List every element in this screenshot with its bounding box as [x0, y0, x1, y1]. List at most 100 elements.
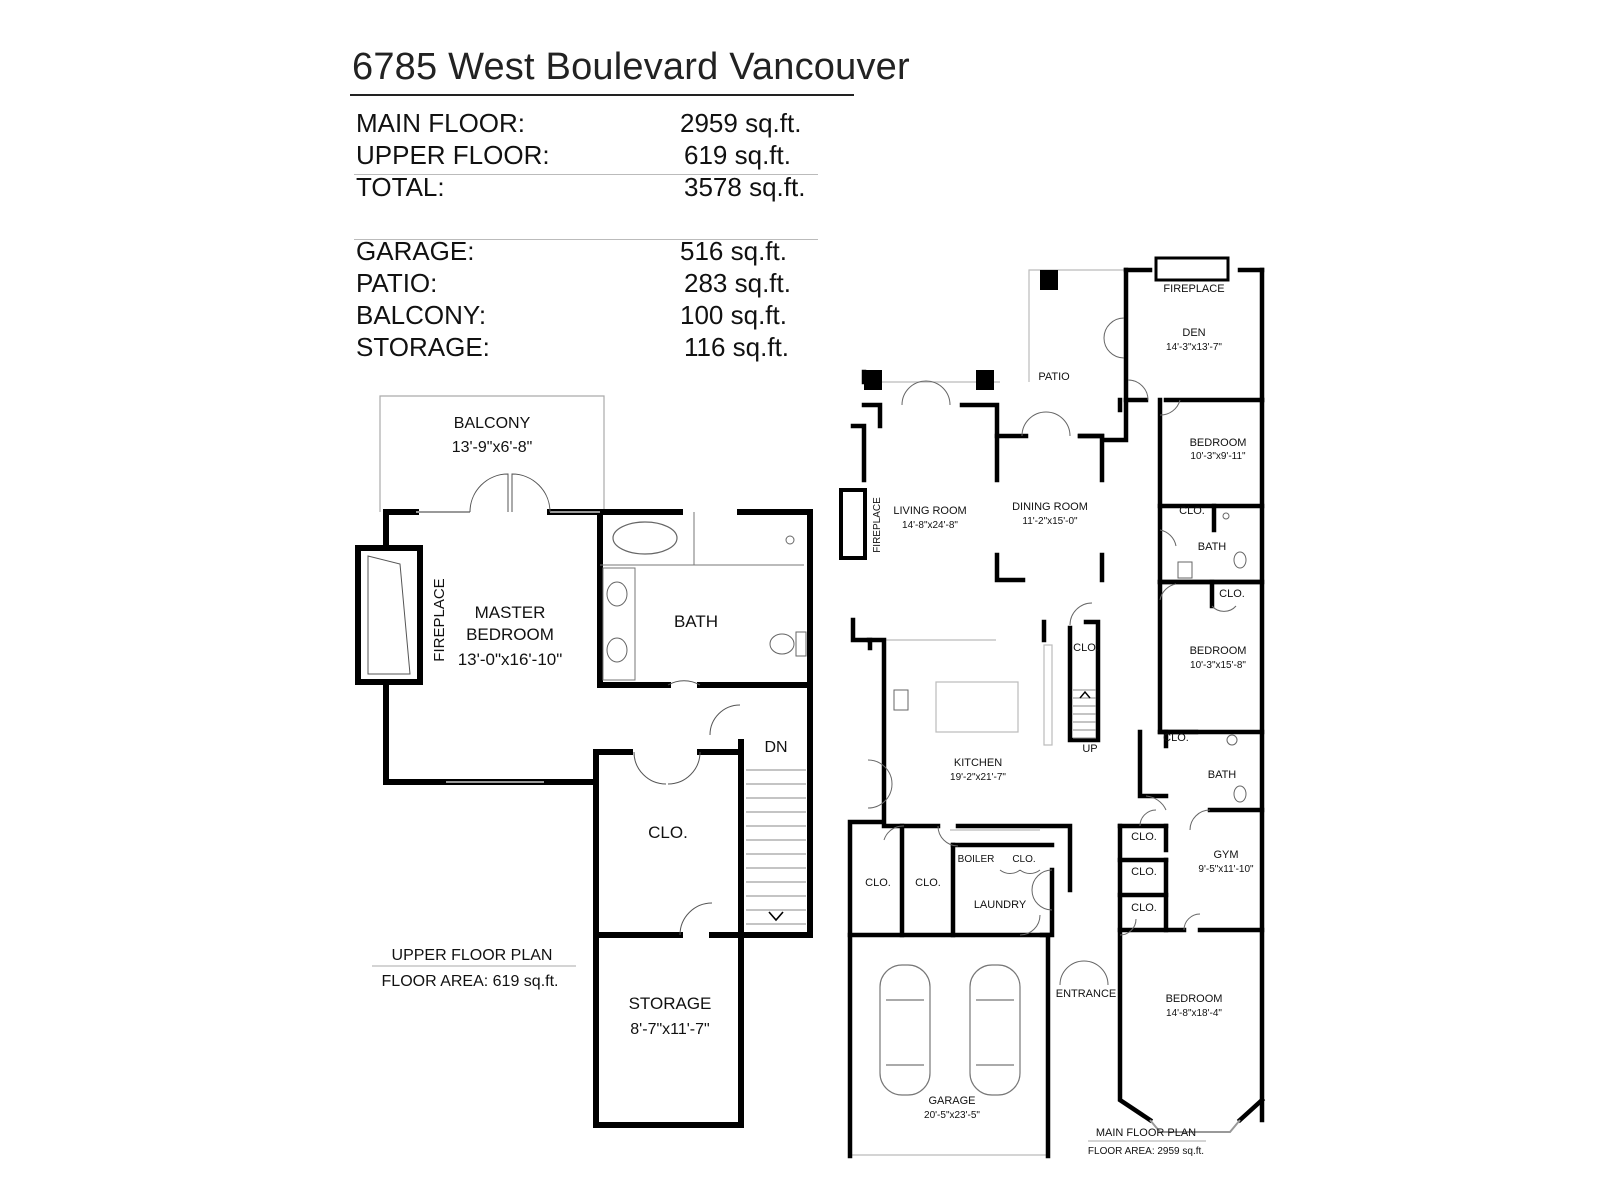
room-label-boiler: BOILER: [958, 854, 995, 865]
main-floor-plan: FIREPLACE DEN 14'-3"x13'-7" PATIO BEDROO…: [839, 256, 1266, 1159]
room-label-closet: CLO.: [648, 823, 688, 842]
closet-label: CLO.: [1131, 866, 1157, 878]
room-label-patio: PATIO: [1038, 371, 1070, 383]
upper-plan-label: UPPER FLOOR PLAN: [392, 947, 553, 964]
room-dim-storage: 8'-7"x11'-7": [630, 1021, 709, 1038]
closet-label: CLO.: [1131, 902, 1157, 914]
room-label-entrance: ENTRANCE: [1056, 988, 1117, 1000]
room-dim-bedroom-2: 10'-3"x15'-8": [1190, 660, 1246, 671]
main-plan-area: FLOOR AREA: 2959 sq.ft.: [1088, 1146, 1204, 1157]
room-dim-dining: 11'-2"x15'-0": [1022, 516, 1078, 527]
staircase: [746, 769, 806, 925]
area-value: 3578 sq.ft.: [684, 172, 806, 202]
label-dn: DN: [764, 739, 787, 756]
room-dim-balcony: 13'-9"x6'-8": [452, 439, 533, 456]
balcony-outline: [379, 395, 605, 512]
column: [976, 370, 994, 390]
label-fireplace: FIREPLACE: [431, 578, 448, 661]
main-staircase: [1073, 689, 1096, 739]
closet-label: CLO.: [1012, 854, 1035, 865]
closet-label: CLO.: [1179, 505, 1205, 517]
area-row-garage: GARAGE: 516 sq.ft.: [356, 236, 816, 268]
room-label-living: LIVING ROOM: [893, 505, 966, 517]
room-label-master-1: MASTER: [475, 603, 546, 622]
closet-door: [633, 751, 701, 785]
label-fireplace-living: FIREPLACE: [872, 497, 883, 553]
shower-drain: [785, 535, 795, 545]
room-dim-bedroom-3: 14'-8"x18'-4": [1166, 1008, 1222, 1019]
fireplace-box: [839, 488, 867, 560]
room-label-garage: GARAGE: [928, 1095, 975, 1107]
room-label-storage: STORAGE: [629, 994, 712, 1013]
garage-cars: [879, 964, 1021, 1096]
room-dim-kitchen: 19'-2"x21'-7": [950, 772, 1006, 783]
upper-floor-plan: BALCONY 13'-9"x6'-8" FIREPLACE MASTER BE…: [355, 395, 813, 1128]
room-dim-master: 13'-0"x16'-10": [458, 650, 563, 669]
bath-door: [667, 680, 701, 686]
divider: [354, 239, 818, 240]
area-row-patio: PATIO: 283 sq.ft.: [356, 268, 816, 300]
area-value: 2959 sq.ft.: [680, 108, 802, 138]
main-plan-label: MAIN FLOOR PLAN: [1096, 1127, 1196, 1139]
bay-window: [1149, 1119, 1241, 1133]
storage-door: [679, 902, 713, 936]
room-label-laundry: LAUNDRY: [974, 899, 1027, 911]
room-label-master-2: BEDROOM: [466, 625, 554, 644]
toilet-tank: [795, 631, 807, 657]
area-label: UPPER FLOOR:: [356, 140, 550, 170]
room-dim-living: 14'-8"x24'-8": [902, 520, 958, 531]
stair-arrow-up-icon: [1079, 690, 1091, 699]
title-underline: [350, 94, 854, 96]
area-row-upper-floor: UPPER FLOOR: 619 sq.ft.: [356, 140, 816, 172]
area-value: 283 sq.ft.: [684, 268, 791, 298]
area-label: MAIN FLOOR:: [356, 108, 526, 138]
area-row-storage: STORAGE: 116 sq.ft.: [356, 332, 816, 364]
column: [1040, 270, 1058, 290]
sink: [606, 637, 628, 663]
area-value: 116 sq.ft.: [684, 332, 790, 362]
balcony-door: [511, 473, 551, 513]
divider: [354, 174, 818, 175]
area-row-balcony: BALCONY: 100 sq.ft.: [356, 300, 816, 332]
room-label-bath: BATH: [674, 612, 718, 631]
room-dim-den: 14'-3"x13'-7": [1166, 342, 1222, 353]
room-label-gym: GYM: [1213, 849, 1238, 861]
label-up: UP: [1082, 743, 1097, 755]
closet-label: CLO.: [1219, 588, 1245, 600]
room-label-bedroom-3: BEDROOM: [1166, 993, 1223, 1005]
room-label-kitchen: KITCHEN: [954, 757, 1002, 769]
area-label: PATIO:: [356, 268, 438, 298]
room-dim-gym: 9'-5"x11'-10": [1198, 864, 1254, 875]
area-label: GARAGE:: [356, 236, 475, 266]
balcony-door: [469, 473, 509, 513]
area-value: 100 sq.ft.: [680, 300, 787, 330]
fireplace-box: [1154, 256, 1230, 282]
sink: [606, 581, 628, 607]
room-label-bath-2: BATH: [1208, 769, 1237, 781]
area-label: TOTAL:: [356, 172, 445, 202]
fireplace-hearth: [367, 555, 411, 675]
toilet: [769, 633, 795, 655]
area-value: 619 sq.ft.: [684, 140, 791, 170]
closet-label: CLO.: [915, 877, 941, 889]
bathtub: [612, 521, 678, 555]
stair-arrow-down-icon: [768, 911, 784, 922]
main-doors: [867, 317, 1237, 986]
column: [864, 370, 882, 390]
room-label-dining: DINING ROOM: [1012, 501, 1088, 513]
vanity: [602, 567, 636, 681]
area-label: STORAGE:: [356, 332, 490, 362]
area-row-main-floor: MAIN FLOOR: 2959 sq.ft.: [356, 108, 816, 140]
label-fireplace-den: FIREPLACE: [1163, 283, 1224, 295]
main-walls: [847, 267, 1266, 1159]
main-light-outlines: [850, 269, 1130, 1156]
area-row-total: TOTAL: 3578 sq.ft.: [356, 172, 816, 204]
room-label-bath-1: BATH: [1198, 541, 1227, 553]
room-dim-bedroom-1: 10'-3"x9'-11": [1190, 451, 1246, 462]
room-label-den: DEN: [1182, 327, 1205, 339]
upper-plan-area: FLOOR AREA: 619 sq.ft.: [382, 973, 559, 990]
closet-label: CLO.: [1131, 831, 1157, 843]
main-bath-fixtures: [893, 512, 1247, 803]
room-dim-garage: 20'-5"x23'-5": [924, 1110, 980, 1121]
